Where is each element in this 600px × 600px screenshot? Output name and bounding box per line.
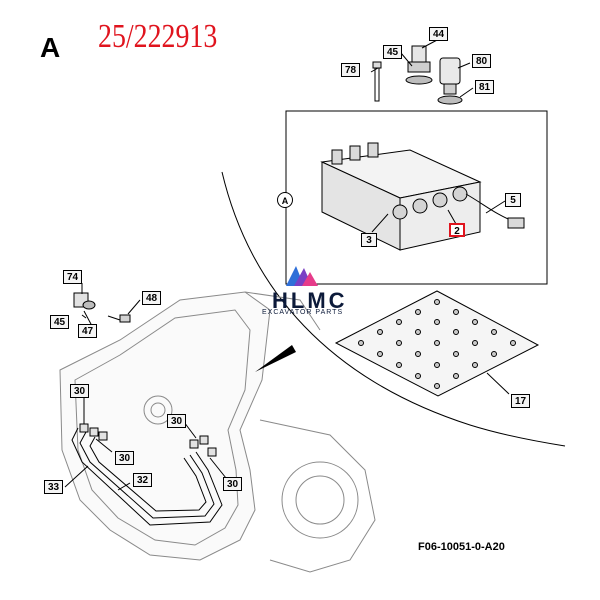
callout-2-highlighted: 2 [449, 223, 465, 237]
fitting-44 [405, 45, 433, 85]
callout-81: 81 [475, 80, 495, 94]
callout-74: 74 [63, 270, 83, 284]
detail-marker: A [277, 192, 293, 208]
pipe-fittings [79, 423, 217, 457]
callout-32: 32 [133, 473, 153, 487]
callout-17: 17 [511, 394, 531, 408]
callout-3: 3 [361, 233, 377, 247]
part-number: 25/222913 [98, 18, 218, 55]
view-letter: A [40, 32, 61, 63]
callout-33: 33 [44, 480, 64, 494]
separator-plate [334, 290, 540, 397]
callout-30-d: 30 [223, 477, 243, 491]
detail-arc [221, 171, 566, 447]
logo-subtitle: EXCAVATOR PARTS [262, 309, 344, 316]
figure-code: F06-10051-0-A20 [418, 541, 505, 553]
logo-text: HLMC [272, 288, 348, 313]
callout-80: 80 [472, 54, 492, 68]
left-hardware [73, 292, 131, 323]
callout-78: 78 [341, 63, 361, 77]
callout-30-b: 30 [167, 414, 187, 428]
callout-45-left: 45 [50, 315, 70, 329]
pointer-arrow [255, 345, 296, 372]
callout-48: 48 [142, 291, 162, 305]
callout-47: 47 [78, 324, 98, 338]
callout-30-a: 30 [70, 384, 90, 398]
valve-block [320, 142, 525, 251]
bolt-78 [372, 61, 382, 102]
hydraulic-pipes [71, 427, 223, 526]
callout-45-top: 45 [383, 45, 403, 59]
callout-5: 5 [505, 193, 521, 207]
sensor-80 [437, 57, 463, 105]
callout-44: 44 [429, 27, 449, 41]
logo-mark-icon [286, 266, 318, 286]
callout-30-c: 30 [115, 451, 135, 465]
